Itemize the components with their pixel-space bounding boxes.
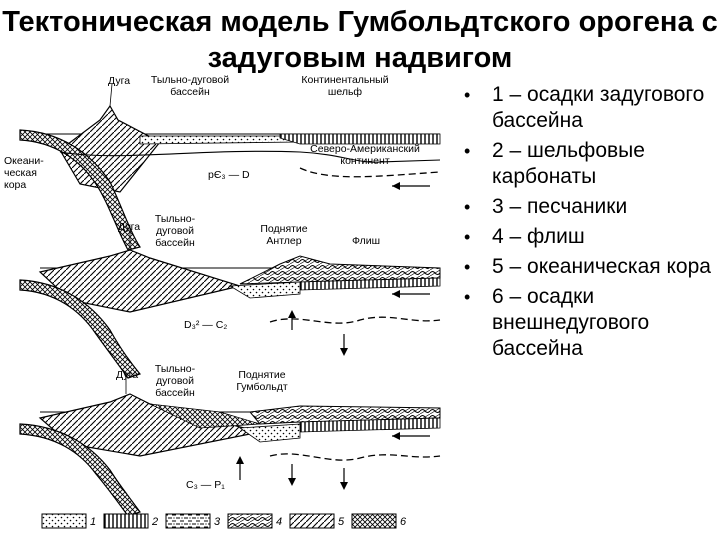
legend-swatch-number-3: 3: [214, 516, 221, 528]
legend-swatch-number-1: 1: [90, 516, 96, 528]
legend-text: 2 – шельфовые карбонаты: [492, 139, 645, 188]
legend-item: • 6 – осадки внешнедугового бассейна: [462, 284, 712, 362]
legend-text: 4 – флиш: [492, 225, 585, 248]
legend-text: 3 – песчаники: [492, 195, 628, 218]
bullet-icon: •: [464, 227, 471, 247]
panel-3: Дуга Тыльно- дуговой бассейн Поднятие Гу…: [19, 363, 441, 517]
bullet-icon: •: [464, 197, 471, 217]
p1-continent-label-2: континент: [340, 155, 389, 167]
bullet-icon: •: [464, 287, 471, 307]
legend-swatch-1: [41, 513, 87, 529]
p1-shelf-label-1: Континентальный: [301, 74, 388, 86]
legend-swatch-number-2: 2: [151, 516, 158, 528]
p3-uplift-label-2: Гумбольдт: [236, 381, 288, 393]
legend-text: 1 – осадки задугового бассейна: [492, 83, 705, 132]
p1-basin-label-1: Тыльно-дуговой: [151, 74, 229, 86]
legend-swatches: 1 2 3 4 5 6: [41, 513, 407, 529]
bullet-icon: •: [464, 141, 471, 161]
legend-item: • 1 – осадки задугового бассейна: [462, 82, 712, 134]
p2-arc-label: Дуга: [118, 221, 140, 233]
p1-age-label: pЄ₃ — D: [208, 169, 250, 181]
p2-basin-label-1: Тыльно-: [155, 213, 196, 225]
p3-basin-label-1: Тыльно-: [155, 363, 196, 375]
legend-text: 6 – осадки внешнедугового бассейна: [492, 285, 650, 360]
p1-oceanic-label-1: Океани-: [4, 155, 44, 167]
legend-swatch-3: [165, 513, 211, 529]
legend-swatch-number-6: 6: [400, 516, 407, 528]
legend-swatch-number-4: 4: [276, 516, 282, 528]
panel-1: Дуга Тыльно-дуговой бассейн Континенталь…: [4, 74, 441, 251]
p2-flysch-label: Флиш: [352, 235, 380, 247]
slide-title: Тектоническая модель Гумбольдтского орог…: [2, 6, 718, 74]
p1-shelf-label-2: шельф: [328, 86, 363, 98]
p1-basin-label-2: бассейн: [170, 86, 210, 98]
p2-basin-label-3: бассейн: [155, 237, 195, 249]
panel-2: Дуга Тыльно- дуговой бассейн Поднятие Ан…: [19, 213, 441, 379]
p3-uplift-label-1: Поднятие: [238, 369, 285, 381]
p3-basin-label-2: дуговой: [156, 375, 194, 387]
p1-oceanic-label-3: кора: [4, 179, 26, 191]
legend-item: • 2 – шельфовые карбонаты: [462, 138, 712, 190]
p2-basin-label-2: дуговой: [156, 225, 194, 237]
p3-arc-label: Дуга: [116, 369, 138, 381]
bullet-icon: •: [464, 257, 471, 277]
p1-continent-label-1: Северо-Американский: [310, 143, 420, 155]
tectonic-diagram: Дуга Тыльно-дуговой бассейн Континенталь…: [0, 72, 450, 540]
p1-arc-label: Дуга: [108, 75, 130, 87]
p3-age-label: C₃ — P₁: [186, 479, 225, 491]
legend-swatch-2: [103, 513, 149, 529]
legend-swatch-4: [227, 513, 273, 529]
bullet-icon: •: [464, 85, 471, 105]
legend-list: • 1 – осадки задугового бассейна • 2 – шел…: [462, 82, 712, 366]
legend-swatch-5: [289, 513, 335, 529]
legend-item: • 4 – флиш: [462, 224, 712, 250]
legend-swatch-6: [351, 513, 397, 529]
legend-item: • 5 – океаническая кора: [462, 254, 712, 280]
p2-uplift-label-2: Антлер: [266, 235, 301, 247]
p2-uplift-label-1: Поднятие: [260, 223, 307, 235]
p3-basin-label-3: бассейн: [155, 387, 195, 399]
legend-swatch-number-5: 5: [338, 516, 345, 528]
p1-oceanic-label-2: ческая: [4, 167, 37, 179]
legend-text: 5 – океаническая кора: [492, 255, 711, 278]
p2-age-label: D₃² — C₂: [184, 319, 227, 331]
legend-item: • 3 – песчаники: [462, 194, 712, 220]
